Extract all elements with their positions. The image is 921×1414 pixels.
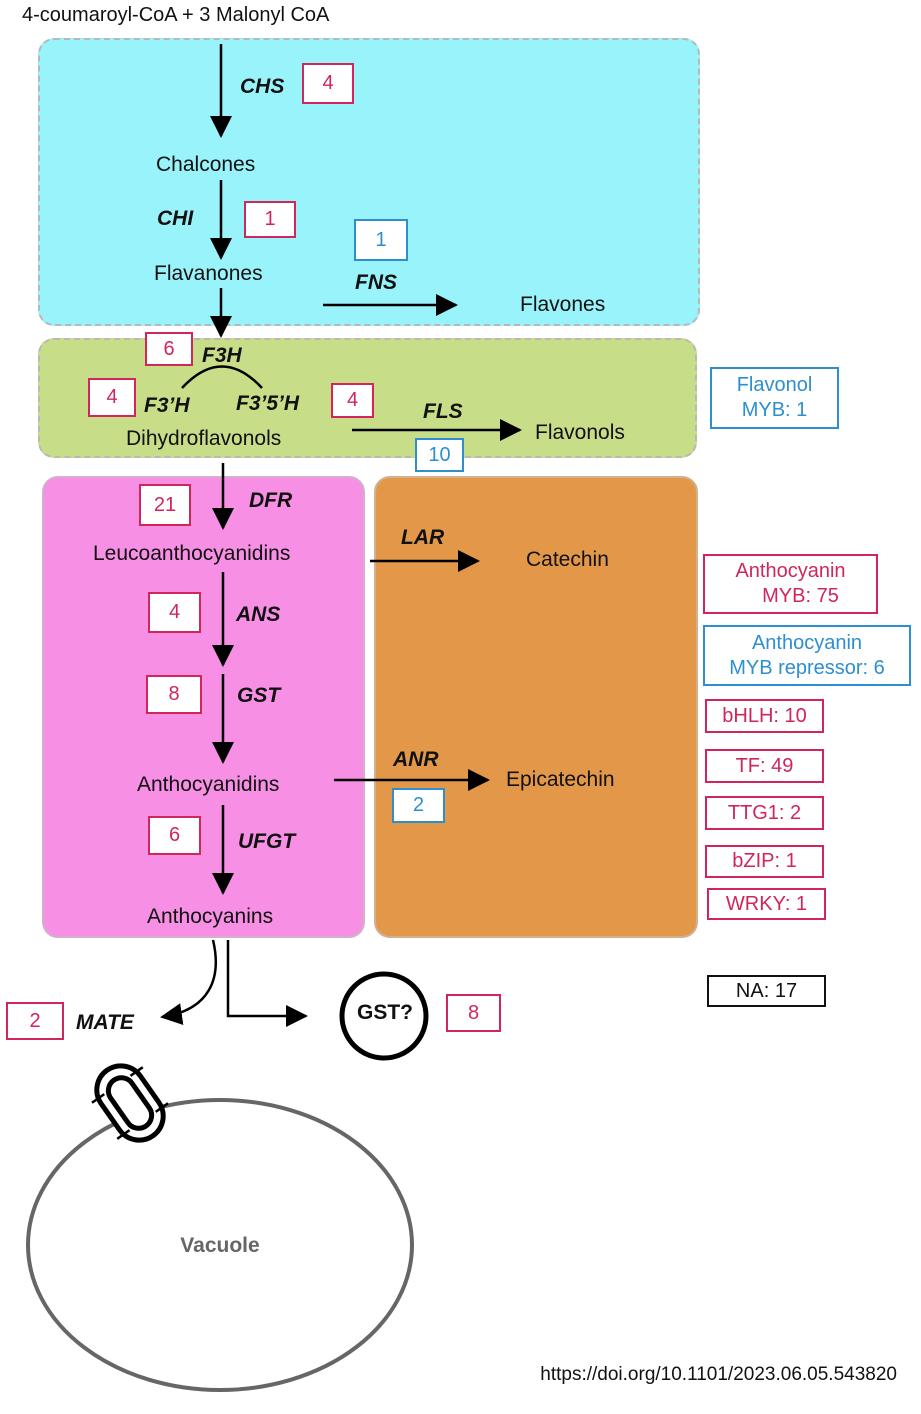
count-box-f3h: 6: [145, 332, 193, 366]
compound-flavanones: Flavanones: [154, 262, 263, 285]
enzyme-chi: CHI: [157, 207, 194, 230]
regulator-tf: TF: 49: [705, 749, 824, 783]
compound-anthocyanidins: Anthocyanidins: [137, 773, 280, 796]
proanthocyanidin-region: [374, 476, 698, 938]
count-box-gst-transport: 8: [446, 994, 501, 1032]
arrow-to-gst-transport: [226, 940, 308, 1027]
regulator-ttg1: TTG1: 2: [705, 796, 824, 830]
enzyme-chs: CHS: [240, 75, 285, 98]
enzyme-f3h: F3H: [202, 344, 242, 367]
enzyme-lar: LAR: [401, 526, 445, 549]
compound-flavones: Flavones: [520, 293, 606, 316]
start-compound: 4-coumaroyl-CoA + 3 Malonyl CoA: [22, 4, 330, 26]
regulator-wrky: WRKY: 1: [707, 888, 826, 920]
doi-link[interactable]: https://doi.org/10.1101/2023.06.05.54382…: [540, 1364, 897, 1385]
compound-leucoanthocyanidins: Leucoanthocyanidins: [93, 542, 291, 565]
enzyme-ufgt: UFGT: [238, 830, 296, 853]
count-box-fls: 10: [415, 438, 464, 472]
enzyme-ans: ANS: [236, 603, 281, 626]
enzyme-anr: ANR: [393, 748, 439, 771]
vacuole-label: Vacuole: [180, 1234, 260, 1257]
enzyme-mate: MATE: [76, 1011, 134, 1034]
count-box-dfr: 21: [139, 484, 191, 526]
compound-catechin: Catechin: [526, 548, 609, 571]
count-box-chi: 1: [244, 201, 296, 238]
compound-flavonols: Flavonols: [535, 421, 625, 444]
enzyme-dfr: DFR: [249, 489, 293, 512]
enzyme-f3ph: F3’H: [144, 394, 190, 417]
compound-dihydroflavonols: Dihydroflavonols: [126, 427, 282, 450]
count-box-f3ph: 4: [88, 378, 136, 417]
compound-epicatechin: Epicatechin: [506, 768, 615, 791]
count-box-anr: 2: [392, 788, 445, 823]
count-box-ans: 4: [148, 592, 201, 633]
enzyme-f35h: F3’5’H: [236, 392, 300, 415]
count-box-f35h: 4: [331, 383, 374, 418]
count-box-gst: 8: [146, 675, 202, 714]
anthocyanin-region: [42, 476, 365, 938]
count-box-ufgt: 6: [148, 816, 201, 855]
arrow-to-mate: [160, 939, 217, 1025]
enzyme-fns: FNS: [355, 271, 397, 294]
enzyme-gst: GST: [237, 684, 281, 707]
gst-transport-label: GST?: [357, 1001, 413, 1024]
flavone-region: [38, 38, 700, 326]
count-box-chs: 4: [302, 63, 354, 104]
enzyme-fls: FLS: [423, 400, 463, 423]
regulator-bzip: bZIP: 1: [705, 845, 824, 878]
mate-transporter-icon: [91, 1063, 169, 1143]
regulator-na: NA: 17: [707, 975, 826, 1007]
count-box-fns: 1: [354, 219, 408, 261]
compound-chalcones: Chalcones: [156, 153, 256, 176]
compound-anthocyanins: Anthocyanins: [147, 905, 274, 928]
regulator-bhlh: bHLH: 10: [705, 699, 824, 733]
count-box-mate: 2: [6, 1002, 64, 1040]
